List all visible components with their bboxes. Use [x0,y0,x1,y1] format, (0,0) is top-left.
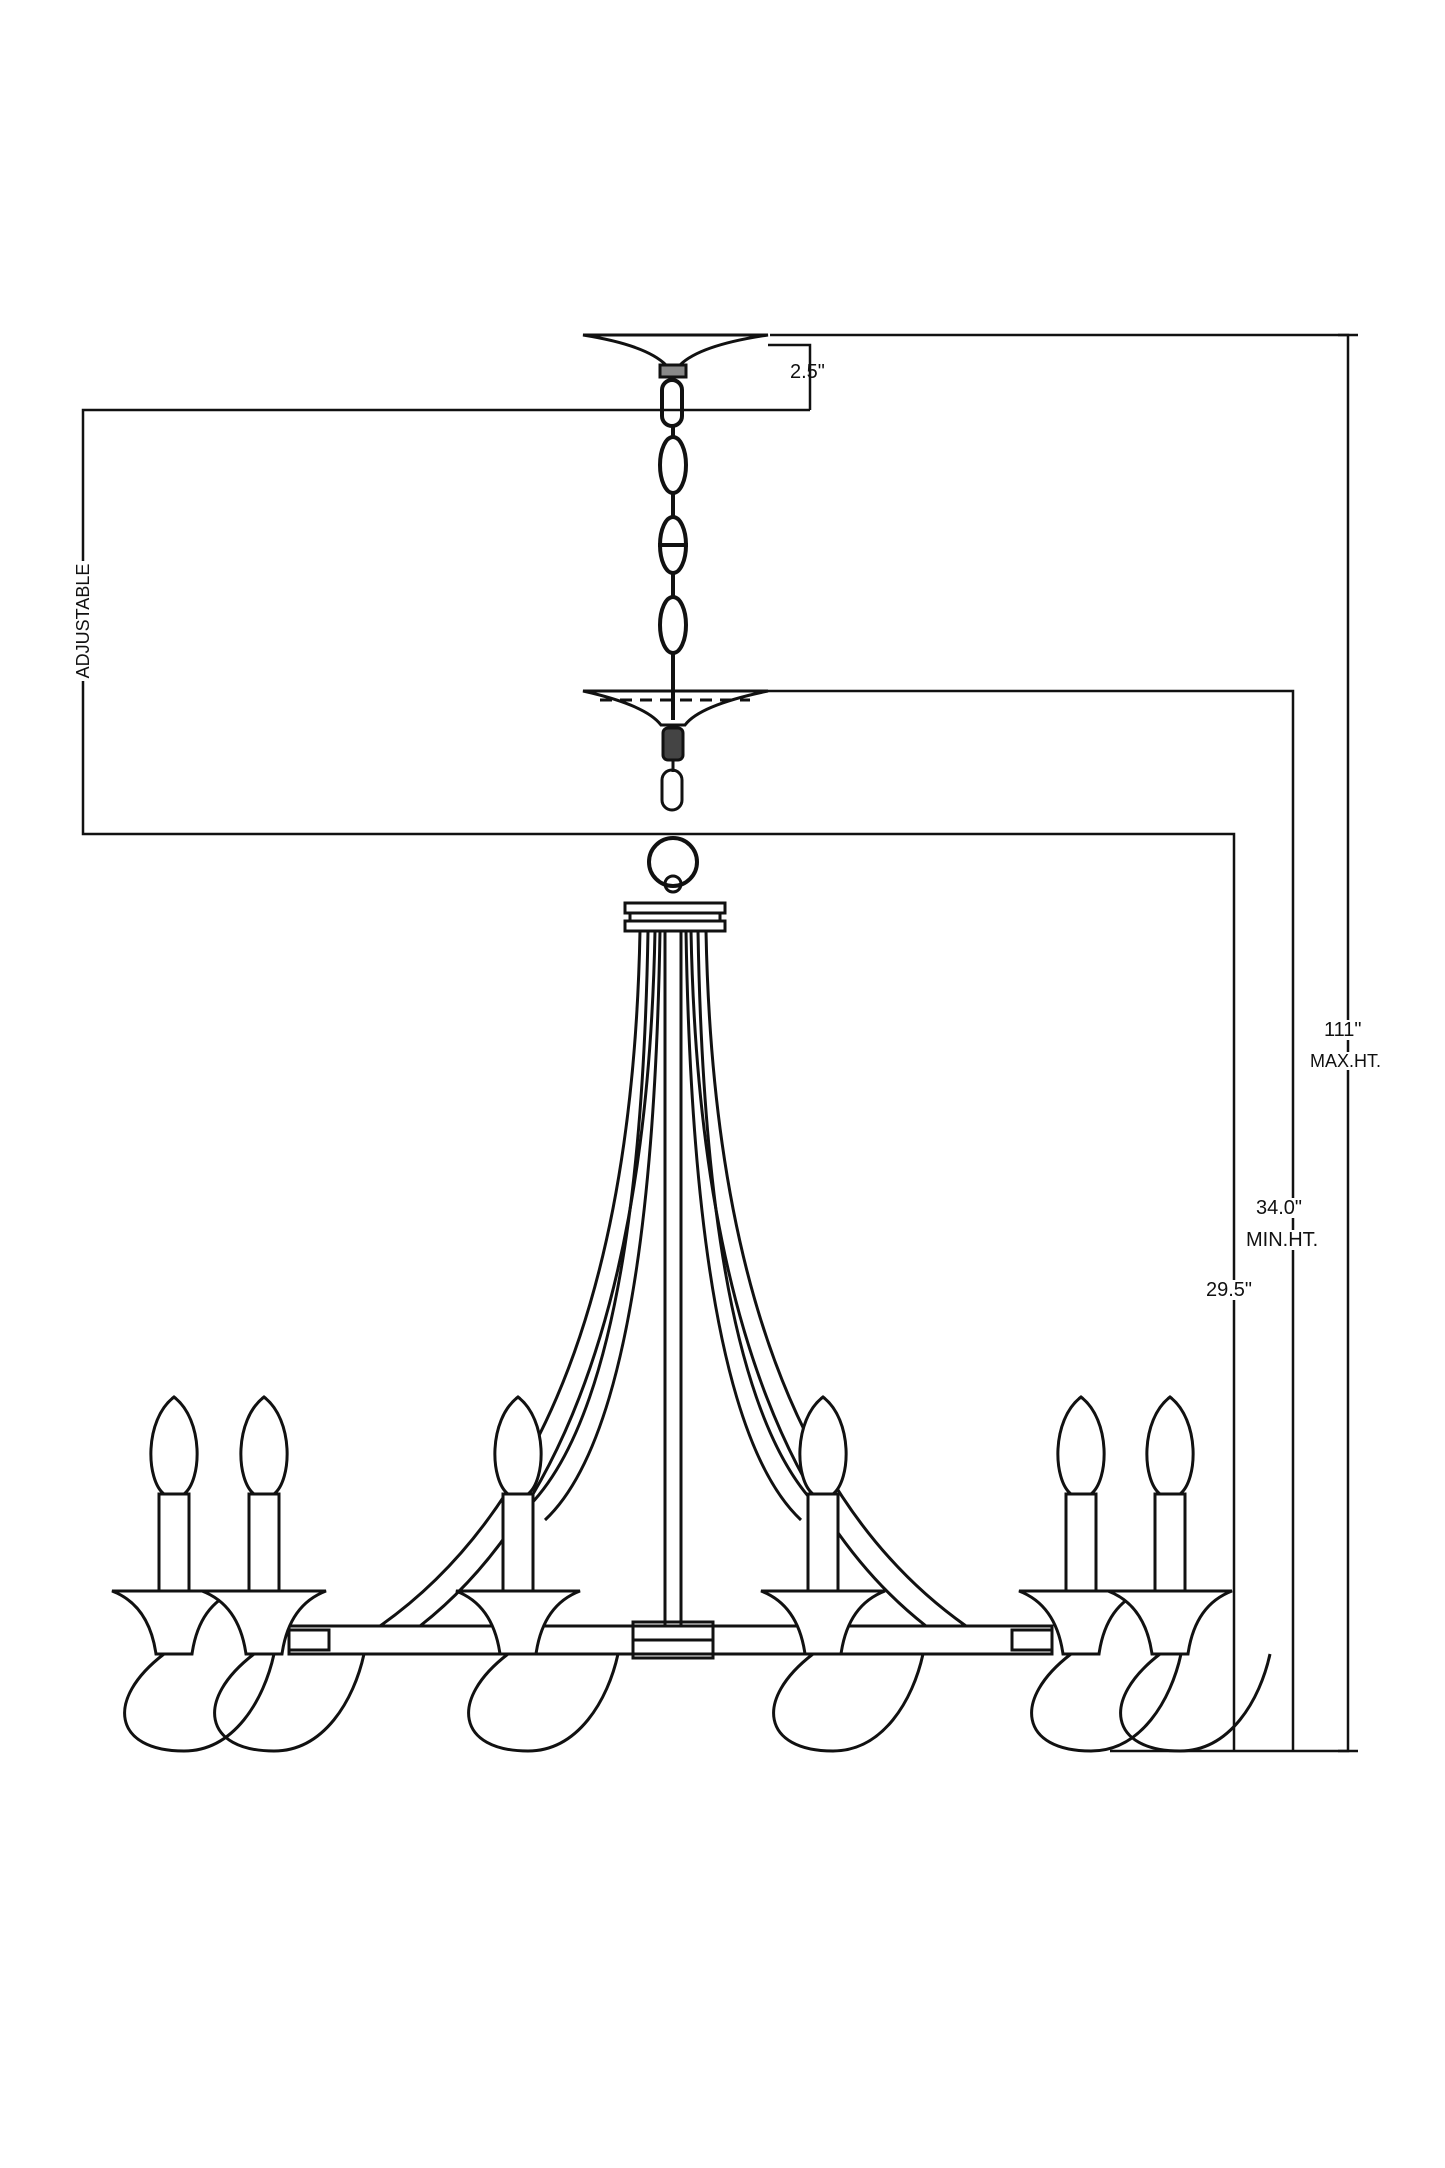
candle-sleeve [157,1492,191,1593]
candle-bulb [1145,1395,1195,1496]
adjustable-label: ADJUSTABLE [73,561,93,681]
min-height-value: 34.0" [1256,1197,1303,1219]
canopy-height-line [768,343,812,410]
chain [658,378,688,720]
candle-sleeve [806,1492,840,1593]
body-height-label: 29.5" [1206,1279,1253,1301]
min-height-label: MIN.HT. [1246,1229,1319,1251]
scroll-loop [1119,1652,1272,1753]
max-height-line [770,333,1350,1753]
candle-bulb [1056,1395,1106,1496]
candle-bulb [239,1395,289,1496]
canopy-min-position [582,689,769,812]
candle-sleeve [1064,1492,1098,1593]
min-height-line [765,689,1295,1751]
max-height-label: MAX.HT. [1310,1051,1382,1071]
candles [111,1395,1233,1656]
candle-cup [1107,1589,1233,1656]
canopy-height-label: 2.5" [790,361,825,383]
scroll-loop [772,1652,925,1753]
candle-cup [201,1589,327,1656]
candle-cup [760,1589,886,1656]
candle-bulb [798,1395,848,1496]
scroll-loop [123,1652,276,1753]
ring-band [287,1620,1054,1660]
max-height-value: 111" [1324,1019,1362,1041]
loop-ring [647,836,699,888]
candle-bulb [149,1395,199,1496]
scroll-loop [1030,1652,1183,1753]
candle-sleeve [501,1492,535,1593]
scroll-loops [123,1652,1272,1753]
candle-sleeve [1153,1492,1187,1593]
ceiling-canopy [582,333,769,379]
adjustable-line [81,408,1236,1751]
dimension-lines [81,333,1358,1753]
scroll-loop [467,1652,620,1753]
candle-cup [455,1589,581,1656]
candle-bulb [493,1395,543,1496]
top-cap [623,901,727,933]
candle-sleeve [247,1492,281,1593]
scroll-loop [213,1652,366,1753]
arms [379,930,967,1628]
